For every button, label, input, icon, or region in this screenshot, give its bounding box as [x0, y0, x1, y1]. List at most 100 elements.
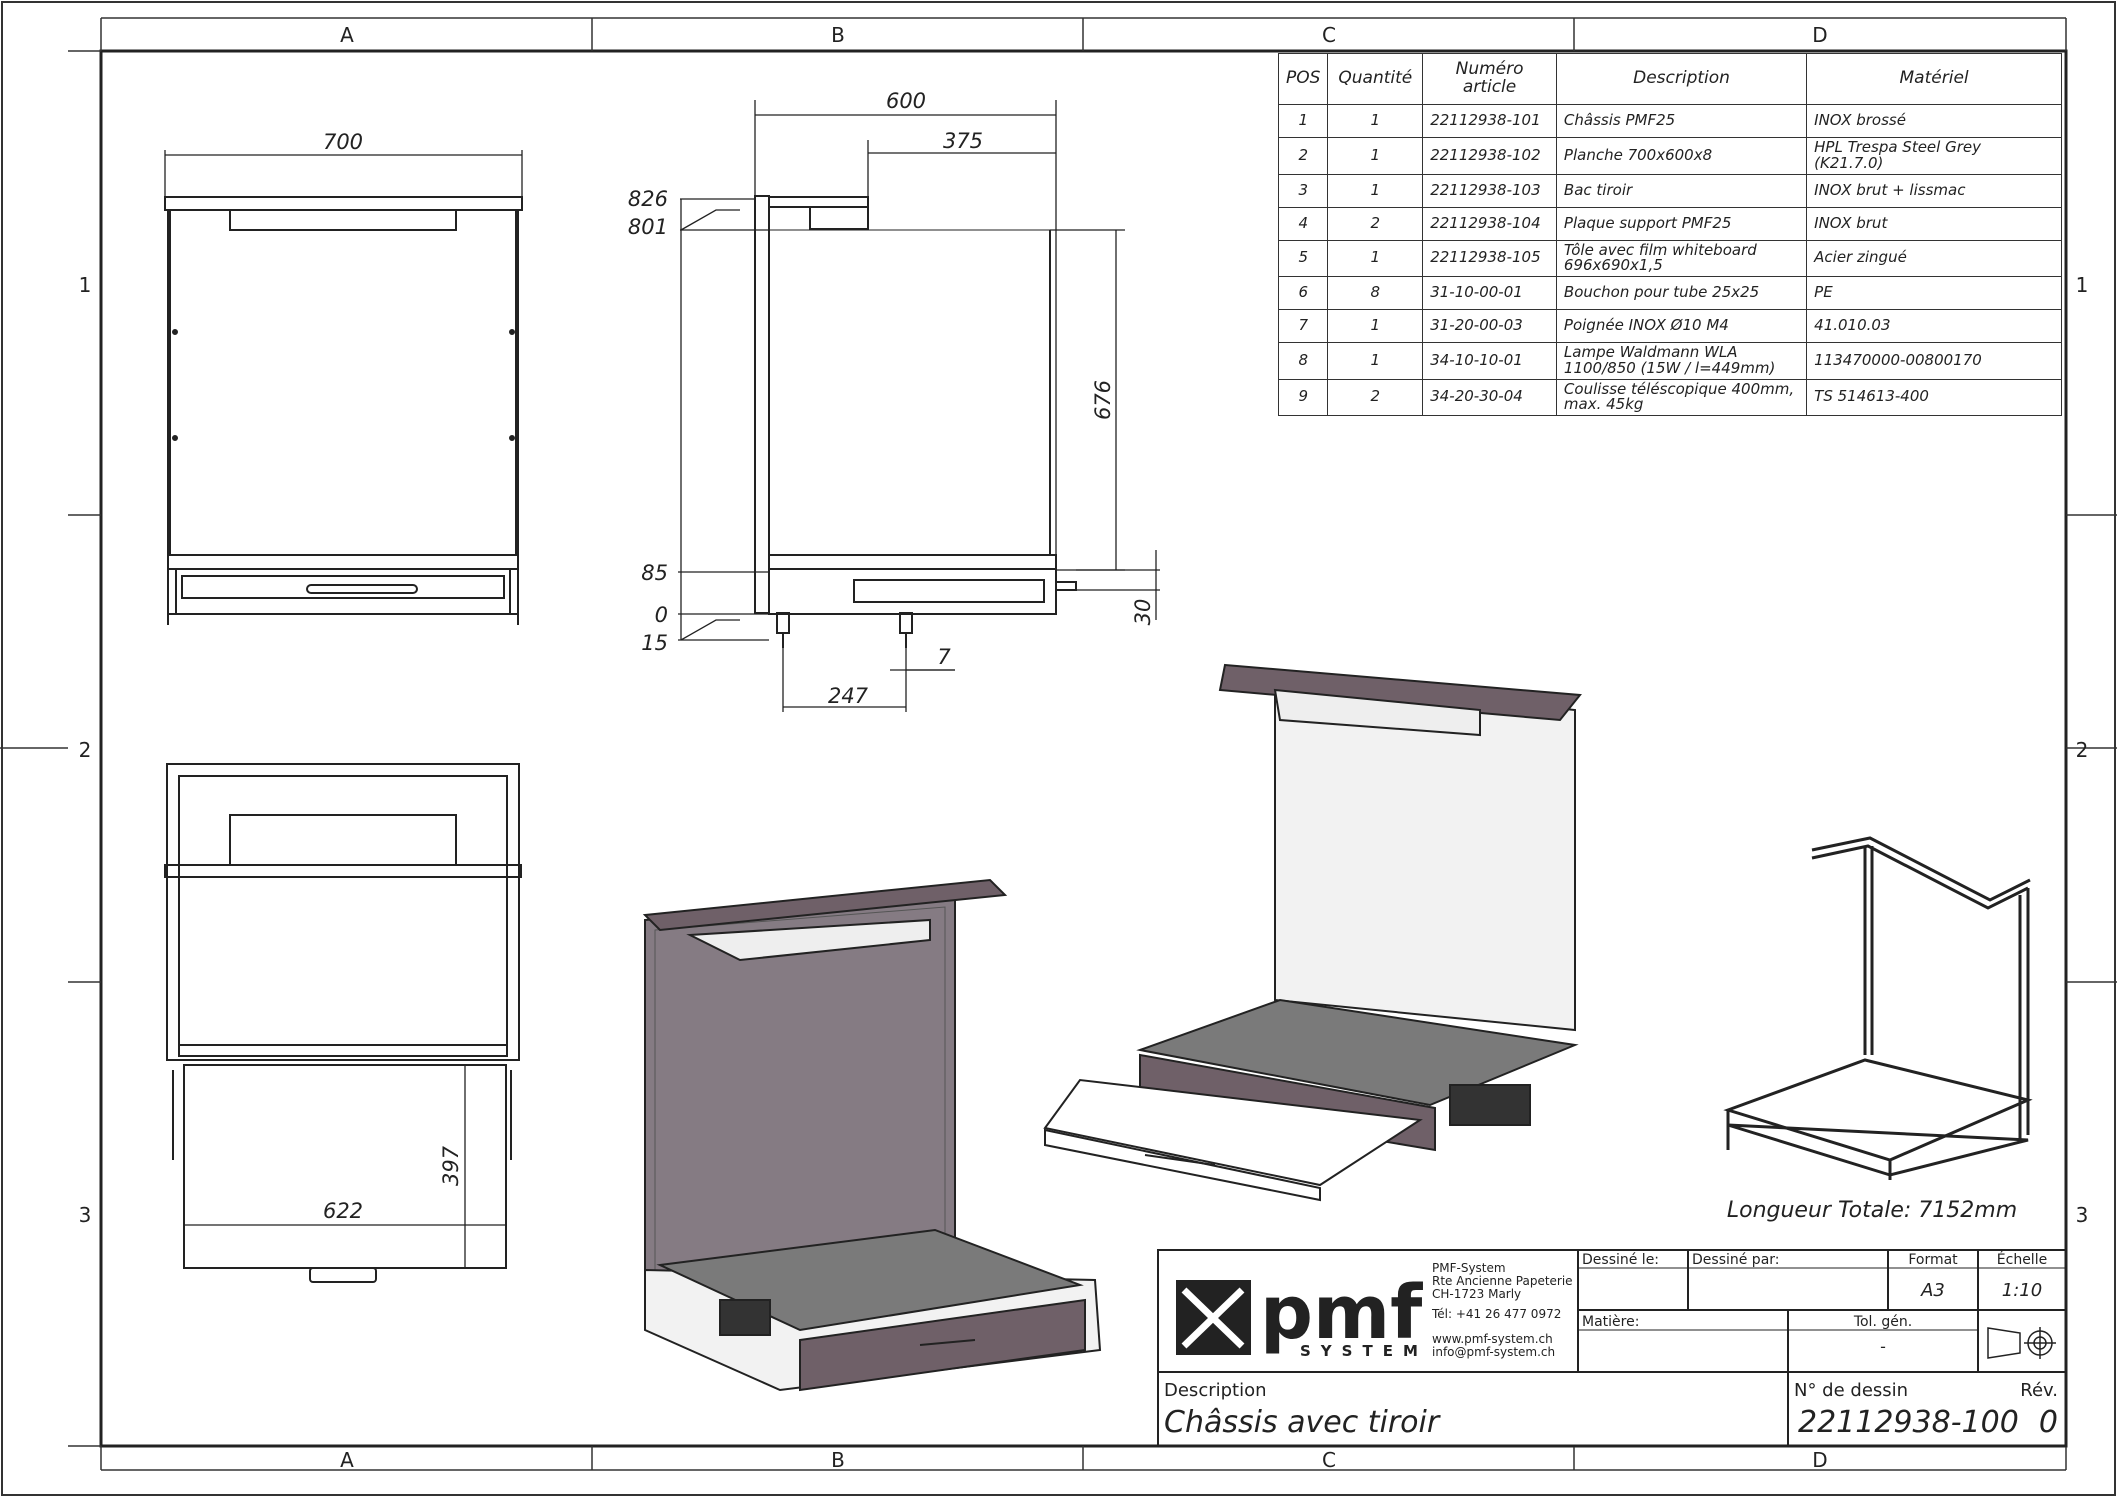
- bom-material: INOX brossé: [1806, 104, 2062, 138]
- drawn-by-label: Dessiné par:: [1692, 1252, 1780, 1268]
- grid-col-d-bottom: D: [1812, 1448, 1827, 1472]
- dim-side-depth-label: 600: [886, 89, 926, 113]
- bom-qty: 1: [1327, 239, 1424, 277]
- dim-height-lamp-label: 801: [628, 215, 668, 239]
- dim-drawer-h-label: 30: [1131, 599, 1155, 626]
- grid-col-a-bottom: A: [340, 1448, 354, 1472]
- table-row: 6 8 31-10-00-01 Bouchon pour tube 25x25 …: [1277, 276, 2062, 310]
- bom-qty: 1: [1327, 309, 1424, 343]
- bom-pos: 6: [1277, 276, 1329, 310]
- title-block: [1157, 1249, 2067, 1447]
- table-row: 2 1 22112938-102 Planche 700x600x8 HPL T…: [1277, 137, 2062, 175]
- bom-description: Poignée INOX Ø10 M4: [1555, 309, 1808, 343]
- bom-article: 22112938-101: [1422, 104, 1557, 138]
- bom-header-material: Matériel: [1806, 53, 2062, 105]
- grid-row-1-left: 1: [79, 273, 92, 297]
- bom-qty: 1: [1327, 137, 1424, 175]
- bom-description: Planche 700x600x8: [1555, 137, 1808, 175]
- material-label: Matière:: [1582, 1314, 1639, 1330]
- bom-description: Bouchon pour tube 25x25: [1555, 276, 1808, 310]
- company-email: info@pmf-system.ch: [1432, 1345, 1555, 1359]
- bom-article: 22112938-104: [1422, 206, 1557, 241]
- dim-drawer-depth-label: 397: [439, 1145, 463, 1186]
- format-label: Format: [1908, 1252, 1958, 1268]
- iso-view-white: [1043, 663, 1582, 1202]
- description-label: Description: [1164, 1380, 1267, 1401]
- tolerance-value: -: [1880, 1337, 1886, 1356]
- scale-label: Échelle: [1997, 1251, 2047, 1268]
- top-view: [164, 763, 522, 1283]
- bom-article: 34-10-10-01: [1422, 342, 1557, 380]
- grid-col-c-top: C: [1322, 23, 1336, 47]
- company-line-3: CH-1723 Marly: [1432, 1287, 1521, 1301]
- grid-row-2-right: 2: [2076, 738, 2089, 762]
- bom-pos: 1: [1277, 104, 1329, 138]
- bom-pos: 5: [1277, 239, 1329, 277]
- bom-qty: 2: [1327, 206, 1424, 241]
- bom-description: Tôle avec film whiteboard 696x690x1,5: [1555, 239, 1808, 277]
- dim-front-width: [164, 150, 523, 197]
- bom-pos: 7: [1277, 309, 1329, 343]
- bom-material: 113470000-00800170: [1806, 342, 2062, 380]
- iso-view-frame: [1723, 836, 2033, 1180]
- bom-material: INOX brut + lissmac: [1806, 173, 2062, 208]
- dim-height-top-label: 826: [628, 187, 668, 211]
- bom-header-qty: Quantité: [1327, 53, 1424, 105]
- dim-drawer-width-label: 622: [323, 1199, 363, 1223]
- bom-qty: 2: [1327, 378, 1424, 416]
- revision-value: 0: [2039, 1405, 2058, 1440]
- bom-description: Bac tiroir: [1555, 173, 1808, 208]
- bom-pos: 8: [1277, 342, 1329, 380]
- bom-material: PE: [1806, 276, 2062, 310]
- bom-header-article: Numéro article: [1422, 53, 1557, 105]
- drawing-no-value: 22112938-100: [1798, 1405, 2019, 1440]
- grid-col-c-bottom: C: [1322, 1448, 1336, 1472]
- bom-description: Plaque support PMF25: [1555, 206, 1808, 241]
- bom-pos: 4: [1277, 206, 1329, 241]
- bom-qty: 1: [1327, 342, 1424, 380]
- bom-header-pos: POS: [1277, 53, 1329, 105]
- revision-label: Rév.: [2020, 1380, 2058, 1401]
- grid-col-d-top: D: [1812, 23, 1827, 47]
- bom-article: 22112938-105: [1422, 239, 1557, 277]
- dim-foot-w-label: 7: [937, 645, 951, 669]
- dim-side-lines: [678, 100, 1160, 712]
- dim-side-offset-label: 375: [943, 129, 983, 153]
- drawn-on-label: Dessiné le:: [1582, 1252, 1659, 1268]
- table-row: 1 1 22112938-101 Châssis PMF25 INOX bros…: [1277, 104, 2062, 138]
- company-web: www.pmf-system.ch: [1432, 1332, 1553, 1346]
- grid-row-1-right: 1: [2076, 273, 2089, 297]
- dim-zero-label: 0: [655, 603, 668, 627]
- company-phone: Tél: +41 26 477 0972: [1431, 1307, 1561, 1321]
- total-length: Longueur Totale: 7152mm: [1727, 1198, 2017, 1223]
- company-line-1: PMF-System: [1432, 1261, 1506, 1275]
- grid-row-3-left: 3: [79, 1203, 92, 1227]
- bom-article: 22112938-103: [1422, 173, 1557, 208]
- bom-description: Châssis PMF25: [1555, 104, 1808, 138]
- table-row: 3 1 22112938-103 Bac tiroir INOX brut + …: [1277, 173, 2062, 208]
- scale-value: 1:10: [2002, 1280, 2042, 1301]
- tolerance-label: Tol. gén.: [1853, 1314, 1912, 1330]
- dim-panel-height-label: 676: [1091, 380, 1115, 420]
- grid-col-b-top: B: [831, 23, 845, 47]
- iso-view-purple: [642, 878, 1102, 1392]
- dim-foot-x-label: 247: [828, 684, 869, 708]
- bom-article: 22112938-102: [1422, 137, 1557, 175]
- table-row: 5 1 22112938-105 Tôle avec film whiteboa…: [1277, 239, 2062, 277]
- logo-word: pmf: [1260, 1270, 1423, 1356]
- bom-qty: 8: [1327, 276, 1424, 310]
- format-value: A3: [1920, 1280, 1945, 1301]
- bom-qty: 1: [1327, 173, 1424, 208]
- dim-top-lines: [184, 1065, 506, 1268]
- table-row: 4 2 22112938-104 Plaque support PMF25 IN…: [1277, 206, 2062, 241]
- bom-article: 34-20-30-04: [1422, 378, 1557, 416]
- bom-pos: 2: [1277, 137, 1329, 175]
- front-view: [164, 196, 523, 625]
- side-view: [754, 195, 1077, 648]
- bom-qty: 1: [1327, 104, 1424, 138]
- table-row: 9 2 34-20-30-04 Coulisse téléscopique 40…: [1277, 378, 2062, 416]
- grid-row-3-right: 3: [2076, 1203, 2089, 1227]
- bom-description: Lampe Waldmann WLA 1100/850 (15W / l=449…: [1555, 342, 1808, 380]
- bom-description: Coulisse téléscopique 400mm, max. 45kg: [1555, 378, 1808, 416]
